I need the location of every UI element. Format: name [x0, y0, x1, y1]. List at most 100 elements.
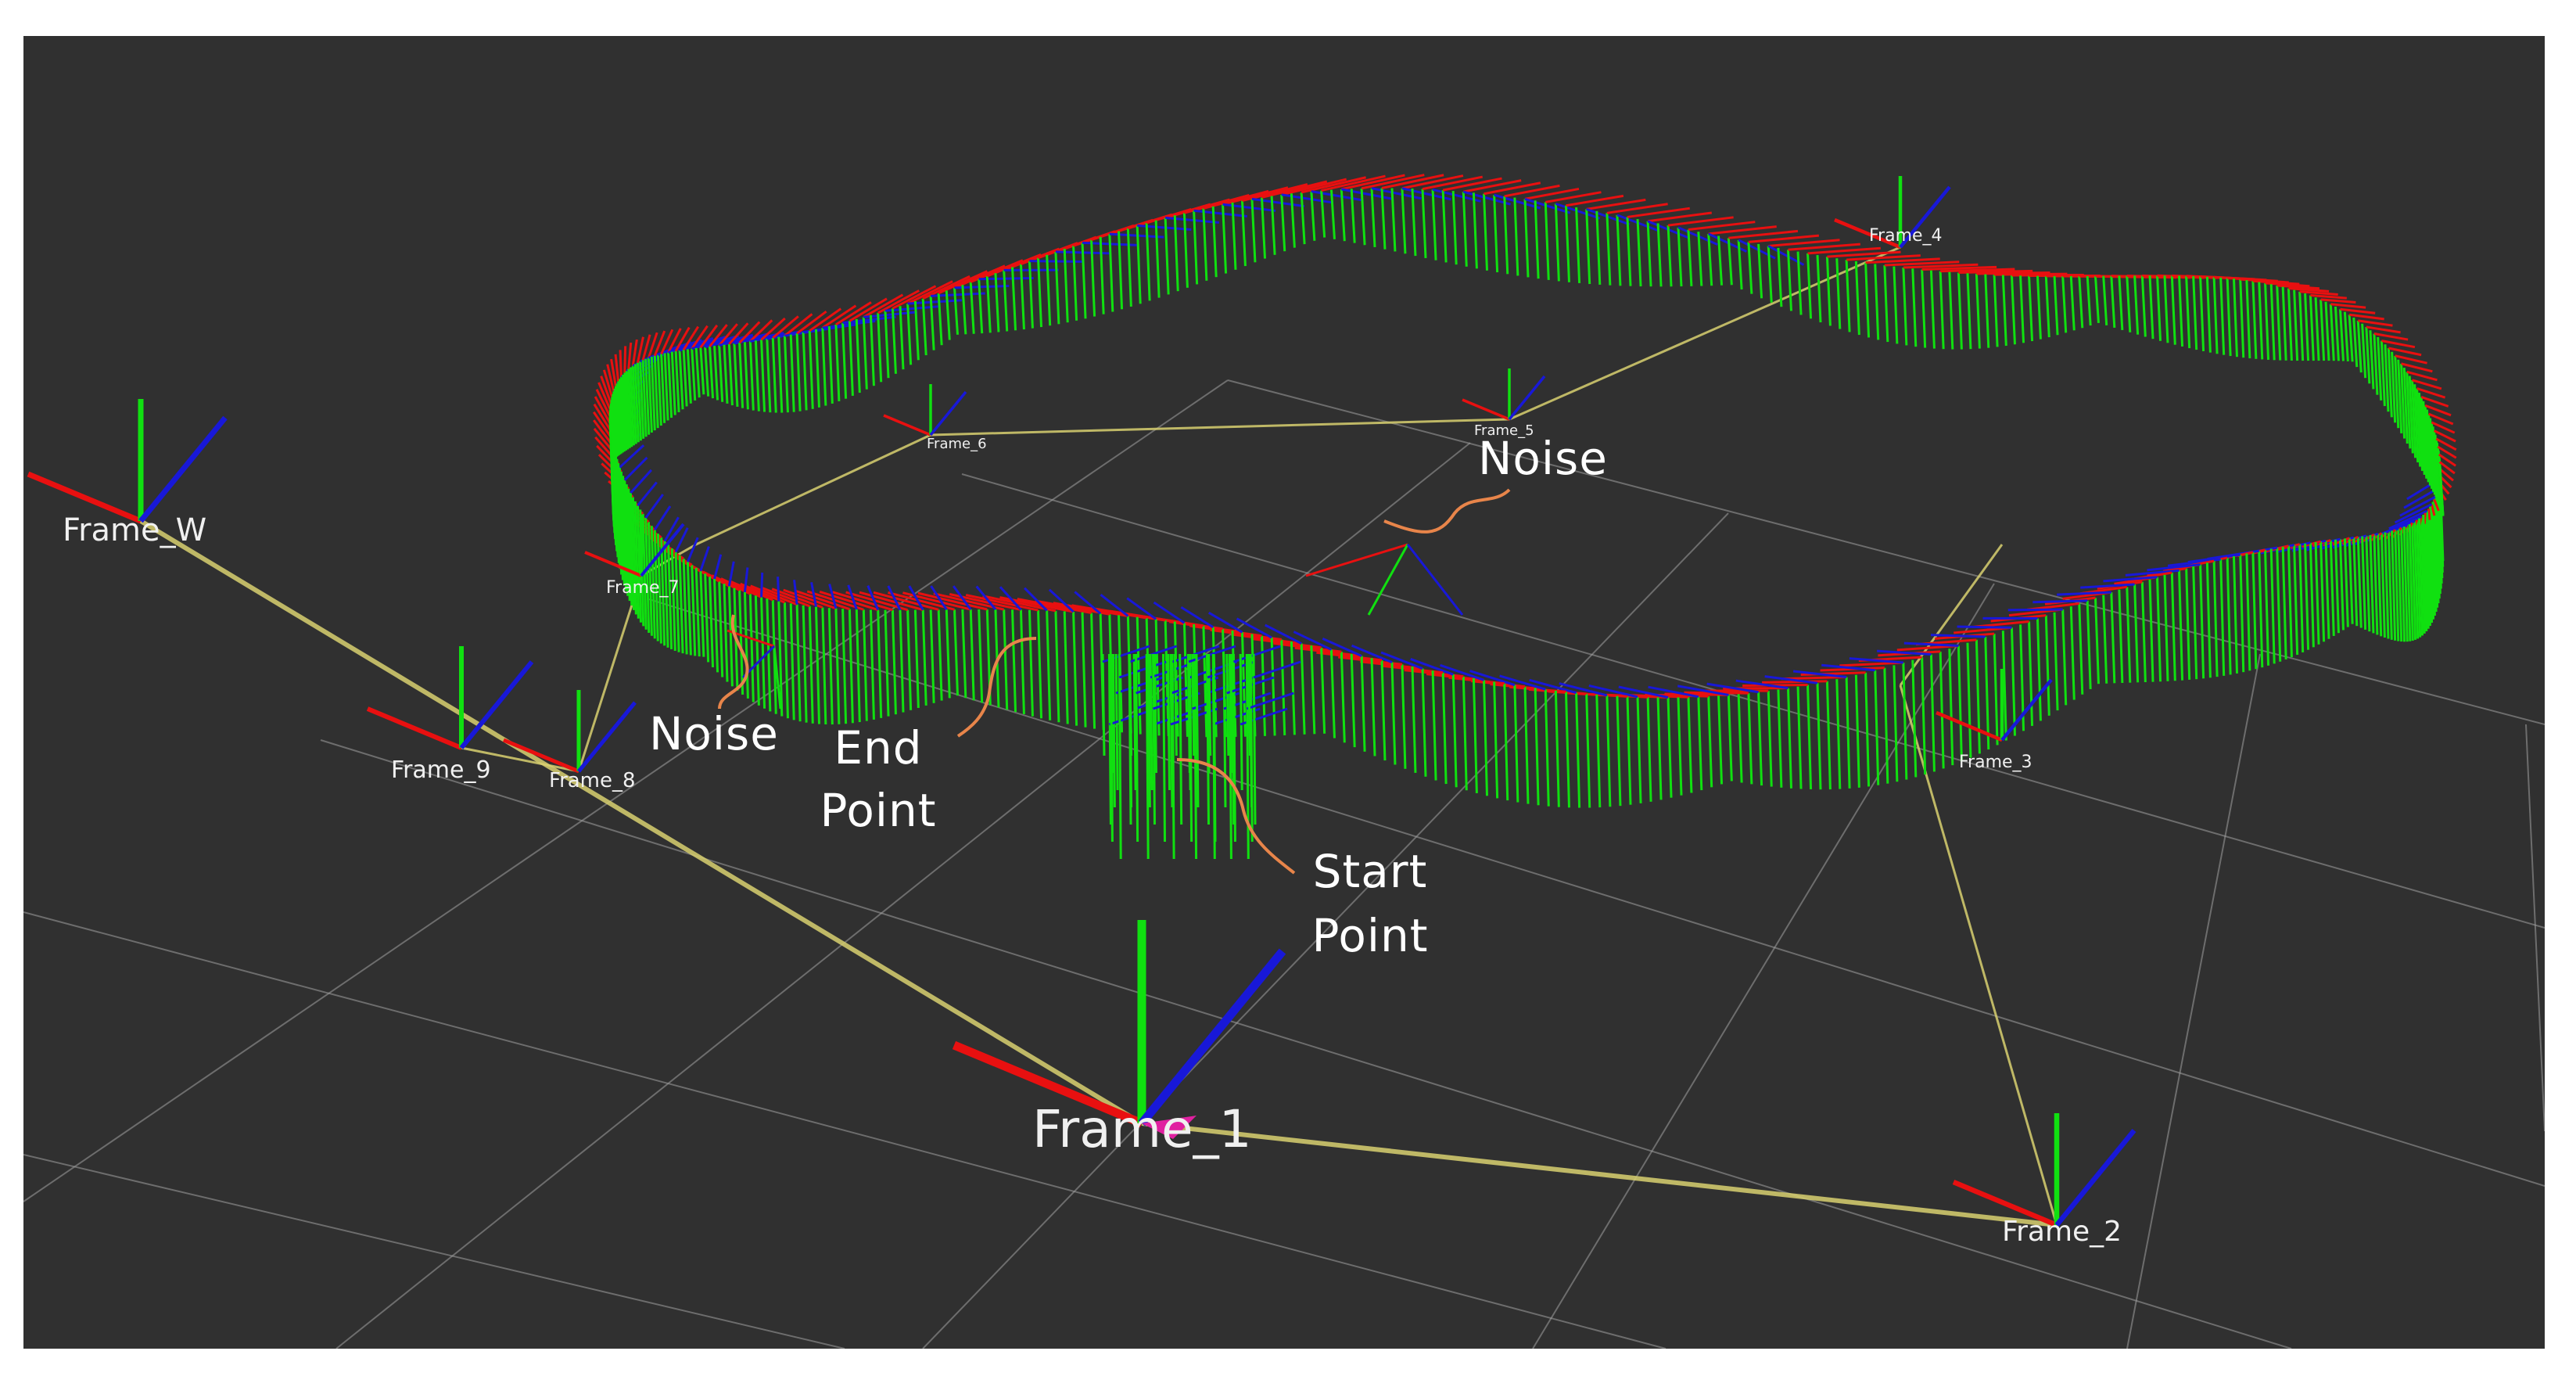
- pose-axis-y: [1523, 686, 1530, 804]
- pose-axis-y: [650, 356, 656, 431]
- pose-axis-z: [1207, 611, 1243, 634]
- pose-axis-z: [623, 456, 648, 481]
- pose-axis-y: [760, 340, 766, 412]
- pose-axis-y: [1250, 199, 1257, 263]
- pose-axis-y: [1462, 676, 1468, 791]
- pose-axis-y: [1606, 695, 1612, 807]
- pose-axis-y: [627, 488, 633, 606]
- pose-axis-y: [2304, 293, 2310, 361]
- pose-axis-x: [796, 310, 827, 335]
- pose-axis-y: [2093, 275, 2100, 323]
- pose-axis-y: [1046, 610, 1052, 720]
- pose-axis-y: [2199, 564, 2205, 679]
- pose-axis-x: [1586, 198, 1646, 210]
- frame_2-marker: Frame_2: [1952, 1113, 2137, 1248]
- pose-axis-y: [2010, 627, 2016, 736]
- pose-axis-z: [1341, 188, 1393, 200]
- pose-axis-y: [2329, 304, 2335, 361]
- pose-axis-x: [1884, 261, 1960, 267]
- pose-axis-z: [1100, 594, 1129, 617]
- pose-axis-x: [1251, 638, 1322, 649]
- pose-axis-y: [2245, 553, 2251, 671]
- pose-axis-x: [623, 346, 627, 373]
- pose-axis-x: [2428, 412, 2454, 426]
- pose-axis-x: [1340, 174, 1405, 191]
- pose-axis-y: [1626, 696, 1632, 805]
- pose-axis-y: [2102, 595, 2108, 684]
- pose-axis-y: [2110, 275, 2116, 329]
- pose-axis-y: [663, 541, 669, 648]
- pose-axis-y: [2416, 388, 2422, 467]
- pose-axis-y: [619, 471, 626, 586]
- trajectory-segment: [577, 575, 643, 772]
- pose-axis-y: [2391, 530, 2397, 641]
- pose-axis-x: [2395, 354, 2427, 365]
- pose-axis-x: [1273, 641, 1342, 653]
- pose-axis-y: [855, 609, 861, 723]
- pose-axis-z: [1236, 617, 1272, 639]
- pose-axis-y: [891, 308, 897, 374]
- pose-axis-y: [2069, 275, 2076, 331]
- pose-axis-y: [1585, 693, 1591, 808]
- pose-axis-y: [2264, 549, 2270, 666]
- pose-axis-z: [1588, 684, 1638, 699]
- pose-axis-y: [1081, 612, 1087, 728]
- pose-axis-y: [694, 347, 701, 398]
- pose-axis-y: [1717, 235, 1724, 286]
- pose-axis-y: [1046, 254, 1052, 326]
- pose-axis-x: [2384, 529, 2396, 541]
- pose-axis-x: [2433, 429, 2456, 443]
- pose-axis-y: [2226, 557, 2232, 675]
- pose-axis-y: [985, 275, 992, 333]
- pose-axis-y: [834, 324, 841, 402]
- frame_1-x-axis: [952, 1040, 1144, 1128]
- pose-axis-y: [2422, 401, 2428, 479]
- pose-axis-y: [1483, 680, 1489, 796]
- pose-axis-z: [1877, 649, 1932, 656]
- pose-axis-y: [2078, 275, 2084, 329]
- pose-axis-x: [606, 364, 615, 392]
- frame-1-highlight: [1142, 1116, 1197, 1139]
- grid-line: [922, 512, 1729, 1349]
- pose-axis-y: [2170, 275, 2176, 345]
- pose-axis-y: [1037, 609, 1043, 719]
- pose-axis-y: [718, 345, 724, 402]
- pose-axis-y: [1182, 213, 1189, 288]
- pose-axis-y: [1380, 188, 1387, 250]
- scene-canvas[interactable]: Frame_WFrame_1Frame_2Frame_3Frame_4Frame…: [23, 36, 2545, 1349]
- pose-axis-y: [2239, 279, 2245, 358]
- pose-axis-y: [1280, 194, 1286, 252]
- pose-axis-y: [2170, 572, 2176, 681]
- pose-axis-y: [738, 590, 744, 695]
- pose-axis-y: [2365, 535, 2371, 632]
- pose-axis-y: [795, 604, 802, 722]
- pose-axis-y: [2402, 526, 2409, 642]
- pose-axis-y: [1902, 662, 1908, 780]
- grid-line: [23, 911, 1667, 1349]
- pose-axis-y: [709, 576, 715, 668]
- pose-axis-y: [1911, 659, 1918, 778]
- pose-axis-x: [2401, 362, 2433, 373]
- pose-axis-y: [1099, 236, 1105, 314]
- pose-axis-y: [1993, 275, 1999, 347]
- pose-axis-y: [2178, 570, 2184, 681]
- pose-axis-z: [1555, 203, 1601, 220]
- pose-axis-z: [1311, 190, 1363, 202]
- frame_1-marker: Frame_1: [952, 920, 1286, 1159]
- pose-axis-y: [1193, 653, 1198, 860]
- pose-axis-x: [619, 350, 622, 377]
- pose-axis-x: [877, 289, 920, 314]
- pose-axis-y: [2352, 537, 2359, 627]
- grid-line: [1532, 583, 1995, 1349]
- pose-axis-y: [1636, 218, 1642, 287]
- pose-axis-y: [1019, 609, 1025, 715]
- pose-axis-y: [945, 290, 951, 340]
- trajectory-segment: [695, 433, 931, 546]
- pose-axis-x: [2252, 279, 2300, 286]
- pose-axis-y: [2102, 275, 2108, 325]
- pose-axis-y: [1544, 689, 1550, 807]
- pose-axis-y: [937, 609, 943, 701]
- grid-line: [23, 379, 1229, 1202]
- end-point-pointer: [956, 637, 1037, 738]
